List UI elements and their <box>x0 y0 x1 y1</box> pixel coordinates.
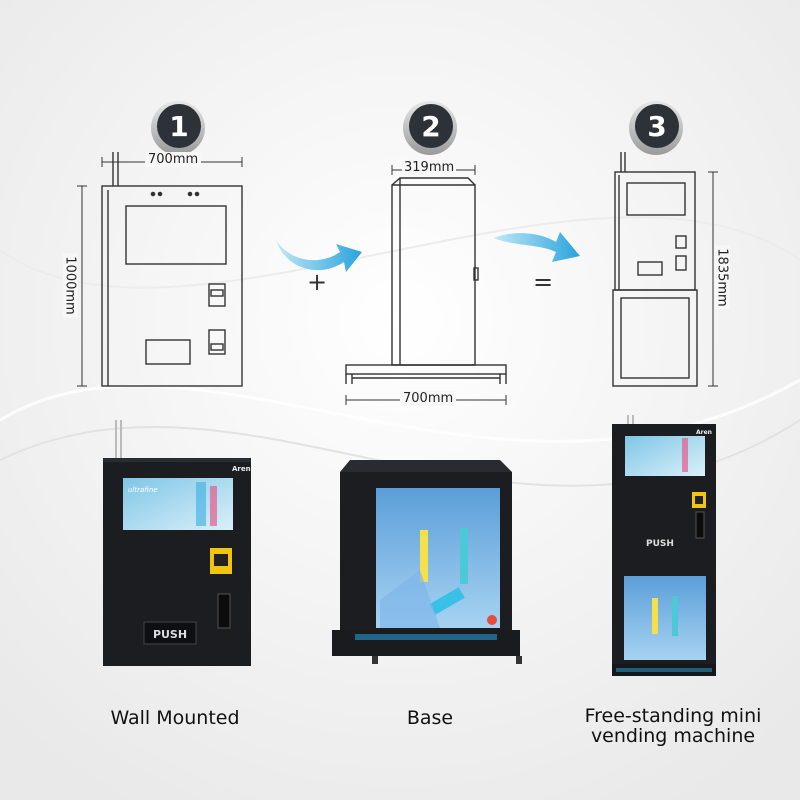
wall-machine-photo: PUSH Aren ultrafine <box>103 420 251 666</box>
caption-free-standing-line1: Free-standing mini <box>584 705 762 727</box>
line-drawings <box>77 152 718 405</box>
arrow-icon <box>276 240 362 272</box>
step-1-number: 1 <box>169 110 188 143</box>
base-unit-drawing <box>345 177 507 384</box>
wall-brand-logo: Aren <box>232 465 251 473</box>
caption-free-standing-line2: vending machine <box>590 725 756 747</box>
free-brand-logo: Aren <box>696 429 712 436</box>
base-depth-label: 319mm <box>402 160 457 175</box>
caption-base: Base <box>406 707 454 729</box>
equals-sign: = <box>533 268 554 296</box>
caption-wall-mounted: Wall Mounted <box>110 707 240 729</box>
wall-push-label: PUSH <box>153 628 187 641</box>
free-push-label: PUSH <box>646 539 674 549</box>
base-machine-photo <box>332 460 522 664</box>
step-2-badge: 2 <box>403 101 457 155</box>
plus-sign: + <box>307 268 328 296</box>
base-width-label: 700mm <box>400 391 457 406</box>
step-2-number: 2 <box>421 110 440 143</box>
arrow-icon <box>494 232 580 262</box>
combined-unit-drawing <box>612 152 698 387</box>
step-3-badge: 3 <box>629 101 683 155</box>
wall-screen-text: ultrafine <box>128 486 158 494</box>
step-1-badge: 1 <box>151 101 205 155</box>
freestanding-machine-photo: PUSH Aren <box>612 415 716 676</box>
wall-width-label: 700mm <box>145 152 202 167</box>
wall-height-label: 1000mm <box>62 253 78 318</box>
total-height-label: 1835mm <box>714 245 730 310</box>
wall-unit-drawing <box>101 152 243 387</box>
step-3-number: 3 <box>647 110 666 143</box>
product-photos: PUSH Aren ultrafine PUSH Aren <box>103 415 716 676</box>
